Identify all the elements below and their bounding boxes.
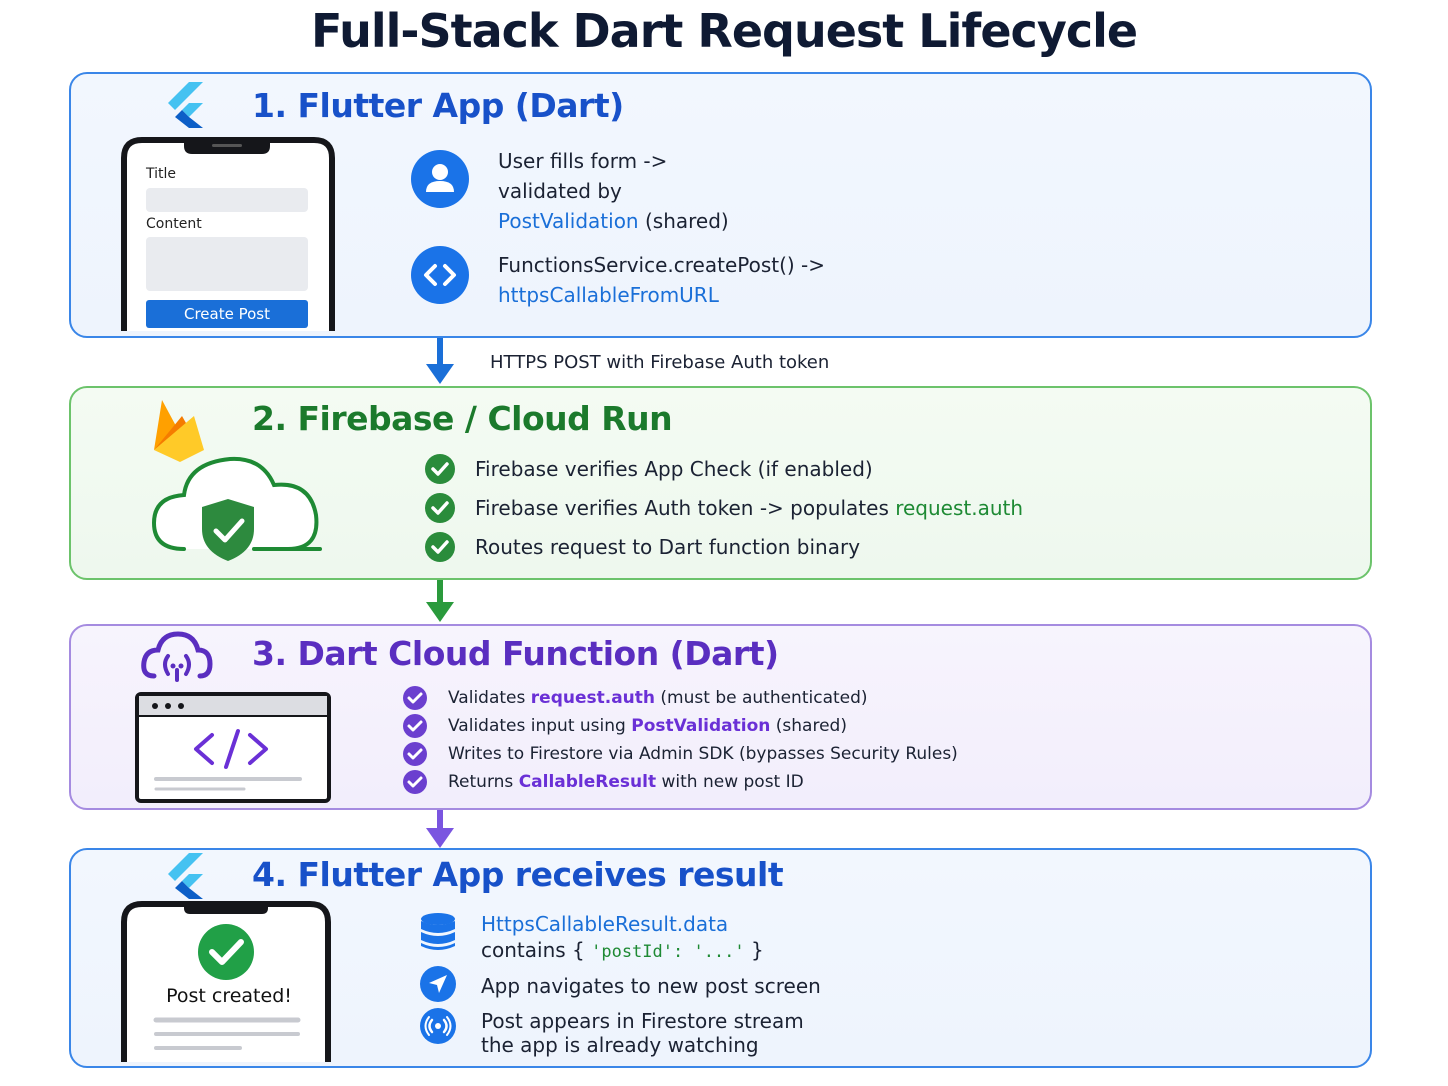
- phone-title-label: Title: [146, 166, 177, 182]
- phone-content-label: Content: [146, 216, 202, 232]
- step1-line2: validated by: [498, 179, 622, 203]
- function-item-1: Validates request.auth (must be authenti…: [448, 684, 868, 712]
- code-icon: [411, 246, 469, 304]
- post-validation-purple-link: PostValidation: [631, 716, 771, 736]
- create-post-button: Create Post: [146, 300, 308, 328]
- check-icon: [403, 686, 427, 710]
- step1-line1: User fills form ->: [498, 149, 668, 173]
- check-icon: [403, 742, 427, 766]
- user-icon: [411, 150, 469, 208]
- arrow-down-green: [426, 580, 454, 622]
- result-item-1-post: }: [751, 938, 764, 962]
- post-created-text: Post created!: [166, 985, 292, 1007]
- request-auth-purple-link: request.auth: [530, 688, 656, 708]
- check-icon: [425, 454, 455, 484]
- function-item-2: Validates input using PostValidation (sh…: [448, 712, 847, 740]
- result-item-2: App navigates to new post screen: [481, 974, 821, 998]
- database-icon: [421, 913, 455, 950]
- phone-mockup: [121, 901, 331, 1062]
- panel1-title: 1. Flutter App (Dart): [252, 86, 624, 125]
- check-icon: [425, 493, 455, 523]
- cloud-shield-icon: [151, 456, 322, 561]
- panel3-title: 3. Dart Cloud Function (Dart): [252, 634, 779, 673]
- firebase-item-1: Firebase verifies App Check (if enabled): [475, 457, 873, 481]
- flutter-logo-icon: [168, 853, 203, 899]
- firebase-item-3: Routes request to Dart function binary: [475, 535, 861, 559]
- function-item-1-post: (must be authenticated): [660, 688, 868, 708]
- check-icon: [403, 714, 427, 738]
- page-title: Full-Stack Dart Request Lifecycle: [310, 4, 1138, 58]
- panel4-title: 4. Flutter App receives result: [252, 855, 784, 894]
- check-icon: [425, 532, 455, 562]
- function-item-3: Writes to Firestore via Admin SDK (bypas…: [448, 744, 958, 764]
- step1-suffix: (shared): [644, 209, 729, 233]
- arrow-down-purple: [426, 810, 454, 848]
- check-icon: [403, 770, 427, 794]
- result-item-3-line1: Post appears in Firestore stream: [481, 1009, 804, 1033]
- function-item-2-pre: Validates input using: [448, 716, 626, 736]
- function-item-4: Returns CallableResult with new post ID: [448, 768, 804, 796]
- phone-content-input: [146, 237, 308, 291]
- post-id-code: 'postId': '...': [591, 942, 745, 962]
- function-item-4-post: with new post ID: [661, 772, 804, 792]
- function-item-2-post: (shared): [775, 716, 847, 736]
- post-validation-link: PostValidation: [498, 209, 639, 233]
- step2-line1: FunctionsService.createPost() ->: [498, 253, 826, 277]
- stream-icon: [420, 1008, 456, 1044]
- function-item-1-pre: Validates: [448, 688, 526, 708]
- request-auth-link: request.auth: [895, 496, 1024, 520]
- result-item-3-line2: the app is already watching: [481, 1033, 759, 1057]
- arrow1-label: HTTPS POST with Firebase Auth token: [490, 352, 830, 373]
- callable-result-link: CallableResult: [518, 772, 657, 792]
- navigate-icon: [420, 966, 456, 1002]
- panel2-title: 2. Firebase / Cloud Run: [252, 399, 673, 438]
- function-item-4-pre: Returns: [448, 772, 514, 792]
- step1-line3: PostValidation (shared): [498, 206, 729, 236]
- firebase-item-2: Firebase verifies Auth token -> populate…: [475, 493, 1023, 523]
- flutter-logo-icon: [168, 82, 203, 128]
- https-callable-result-link: HttpsCallableResult.data: [481, 912, 729, 936]
- result-item-1-pre: contains {: [481, 938, 585, 962]
- firebase-logo-icon: [154, 400, 204, 462]
- firebase-item-2-text: Firebase verifies Auth token -> populate…: [475, 496, 889, 520]
- arrow-down-blue: [426, 338, 454, 384]
- code-window-icon: [135, 692, 331, 803]
- phone-title-input: [146, 188, 308, 212]
- https-callable-link: httpsCallableFromURL: [498, 283, 719, 307]
- cloud-function-icon: [141, 631, 213, 682]
- result-item-1-line2: contains { 'postId': '...' }: [481, 935, 764, 967]
